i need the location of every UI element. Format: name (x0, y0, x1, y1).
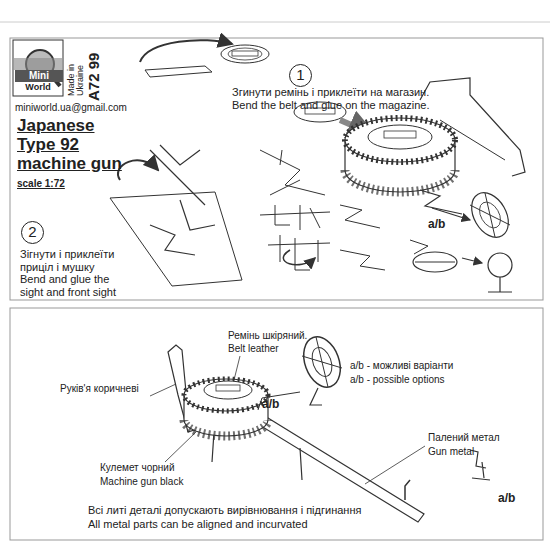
option-mark: a/b (262, 398, 292, 412)
sight-parts (410, 186, 516, 292)
paint-note: Ремінь шкіряний. (228, 330, 338, 342)
step-number: 2 (28, 223, 36, 240)
instruction-text: Bend and glue the sight and front sight (20, 273, 132, 298)
email: miniworld.ua@gmail.com (15, 102, 130, 114)
option-note: a/b - можливі варіанти (350, 360, 530, 372)
paint-note: Палений метал (428, 432, 528, 444)
title: Japanese Type 92 machine gun (17, 116, 125, 173)
instruction-text: Зігнути і приклеїти приціл і мушку (20, 248, 132, 273)
paint-note: Machine gun black (100, 476, 220, 488)
instruction-text: Bend the belt and glue on the magazine. (232, 99, 447, 112)
option-note: a/b - possible options (350, 374, 530, 386)
step-number-circle: 2 (21, 221, 44, 244)
paint-note: Gun metal (428, 446, 528, 458)
general-note: Всі литі деталі допускають вирівнювання … (88, 504, 408, 517)
logo-origin: Made in Ukraine (67, 50, 85, 96)
logo-text: World (15, 82, 61, 92)
general-note: All metal parts can be aligned and incur… (88, 518, 408, 531)
paint-note: Кулемет чорний (100, 462, 220, 474)
paint-note: Руків'я коричневі (60, 383, 160, 395)
instruction-text: Згинути ремінь і приклеїти на магазин. (232, 86, 447, 99)
scale-note: scale 1:72 (17, 178, 107, 190)
logo (13, 40, 63, 96)
step-number: 1 (296, 66, 304, 83)
option-mark: a/b (428, 218, 458, 232)
paint-note: Belt leather (228, 343, 338, 355)
product-code: A72 99 (86, 43, 101, 101)
step-number-circle: 1 (289, 64, 312, 87)
option-mark: a/b (498, 492, 528, 506)
logo-text: Mini (15, 70, 63, 82)
